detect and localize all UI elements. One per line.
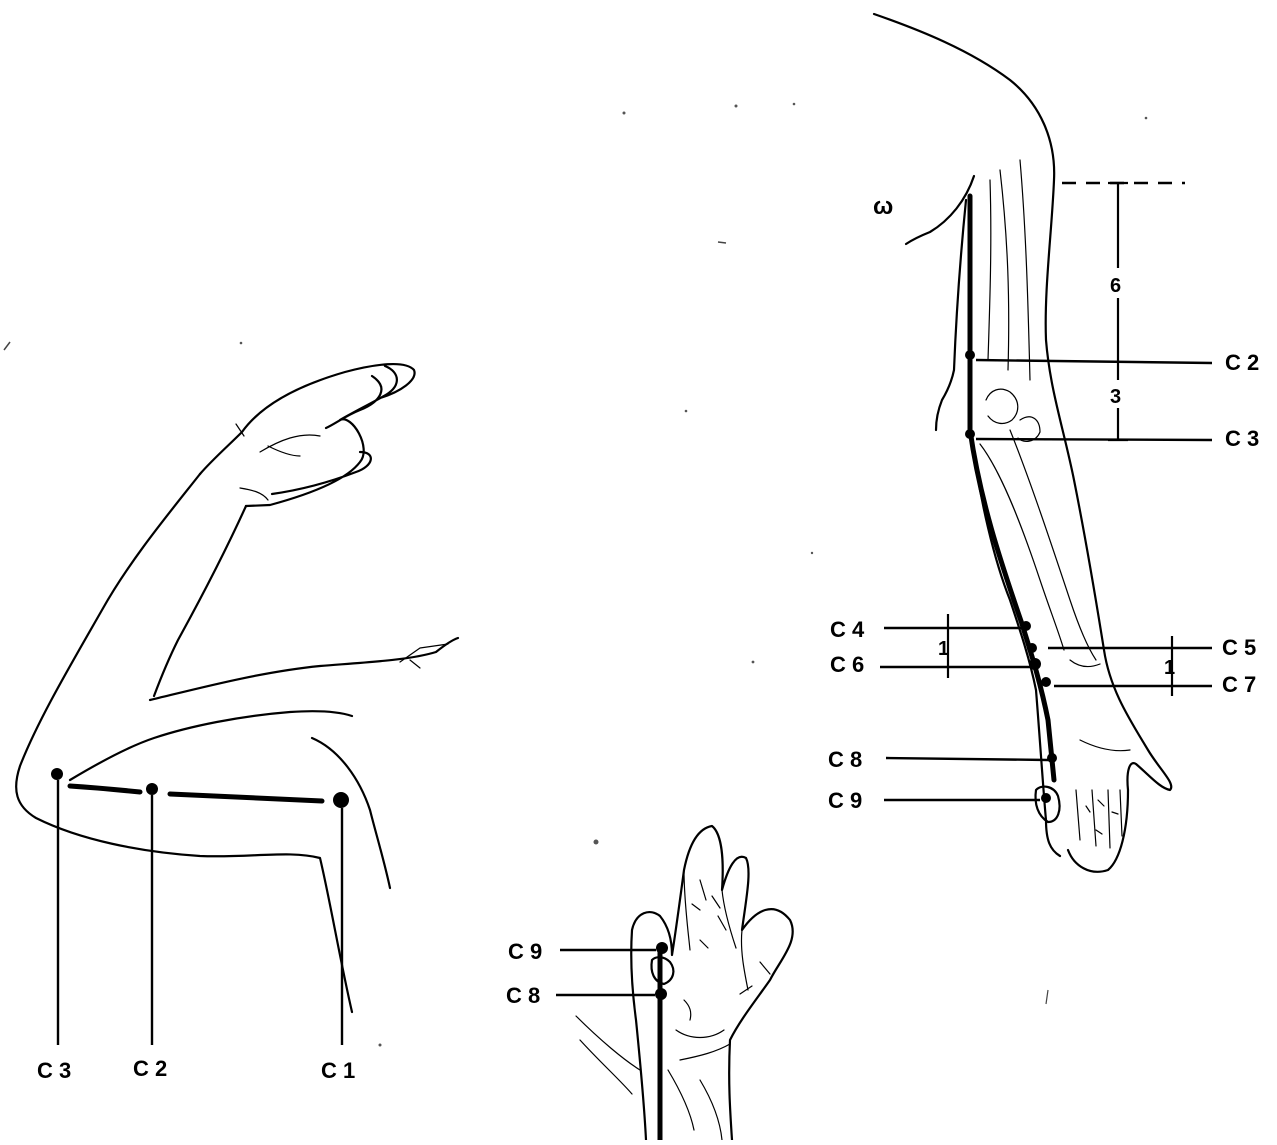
full-arm-hand-lines bbox=[1076, 740, 1130, 848]
leader-c8-full bbox=[886, 758, 1048, 760]
label-c8-full: C 8 bbox=[828, 747, 862, 772]
label-c2-full: C 2 bbox=[1225, 350, 1259, 375]
full-arm-figure: 6 3 1 C 2 C 3 C 5 C 7 1 C 4 C 6 C 8 C 9 … bbox=[828, 14, 1259, 872]
label-c5-full: C 5 bbox=[1222, 635, 1256, 660]
bent-arm-figure: C 3 C 2 C 1 bbox=[16, 364, 458, 1083]
label-c8-hand: C 8 bbox=[506, 983, 540, 1008]
hand-palm-lines bbox=[576, 1000, 730, 1140]
full-arm-point-c7 bbox=[1041, 677, 1051, 687]
hand-figure: C 9 C 8 bbox=[506, 826, 793, 1140]
bent-arm-point-c3 bbox=[51, 768, 63, 780]
hand-point-c8 bbox=[655, 988, 667, 1000]
hand-point-c9 bbox=[656, 942, 668, 954]
full-arm-thumb bbox=[1036, 787, 1060, 822]
bent-arm-palm-lines bbox=[236, 424, 320, 500]
bent-arm-outer-edge bbox=[16, 474, 352, 1012]
full-arm-inner-edge bbox=[936, 200, 1060, 856]
label-c3-full: C 3 bbox=[1225, 426, 1259, 451]
bent-arm-shoulder bbox=[312, 738, 390, 888]
full-arm-point-c3 bbox=[965, 429, 975, 439]
measure-wrist-right: 1 bbox=[1164, 657, 1175, 679]
full-arm-point-c2 bbox=[965, 350, 975, 360]
full-arm-bone-lines bbox=[980, 160, 1100, 667]
scan-specks bbox=[4, 103, 1147, 1047]
label-c4-full: C 4 bbox=[830, 617, 865, 642]
full-arm-meridian bbox=[970, 196, 1054, 780]
leader-c2-full bbox=[976, 360, 1212, 363]
full-arm-point-c5 bbox=[1027, 643, 1037, 653]
label-c9-hand: C 9 bbox=[508, 939, 542, 964]
measure-wrist-left: 1 bbox=[938, 638, 949, 660]
label-c2-bent: C 2 bbox=[133, 1056, 167, 1081]
label-c3-bent: C 3 bbox=[37, 1058, 71, 1083]
bent-arm-inner-edge bbox=[70, 506, 458, 780]
full-arm-point-c4 bbox=[1021, 621, 1031, 631]
measure-upper-segment: 6 bbox=[1110, 275, 1121, 297]
bent-arm-meridian bbox=[70, 786, 322, 801]
full-arm-shoulder bbox=[874, 14, 1171, 872]
full-arm-point-c8 bbox=[1047, 753, 1057, 763]
bent-arm-point-c2 bbox=[146, 783, 158, 795]
label-c6-full: C 6 bbox=[830, 652, 864, 677]
hand-outline bbox=[631, 826, 793, 1140]
leader-c3-full bbox=[976, 439, 1212, 440]
label-c9-full: C 9 bbox=[828, 788, 862, 813]
label-c1-bent: C 1 bbox=[321, 1058, 355, 1083]
full-arm-point-c6 bbox=[1029, 658, 1041, 670]
bent-arm-point-c1 bbox=[333, 792, 349, 808]
hand-finger-lines bbox=[684, 870, 770, 994]
full-arm-point-c9 bbox=[1041, 793, 1051, 803]
chest-mark: ω bbox=[873, 193, 893, 220]
measure-lower-segment: 3 bbox=[1110, 386, 1121, 408]
label-c7-full: C 7 bbox=[1222, 672, 1256, 697]
